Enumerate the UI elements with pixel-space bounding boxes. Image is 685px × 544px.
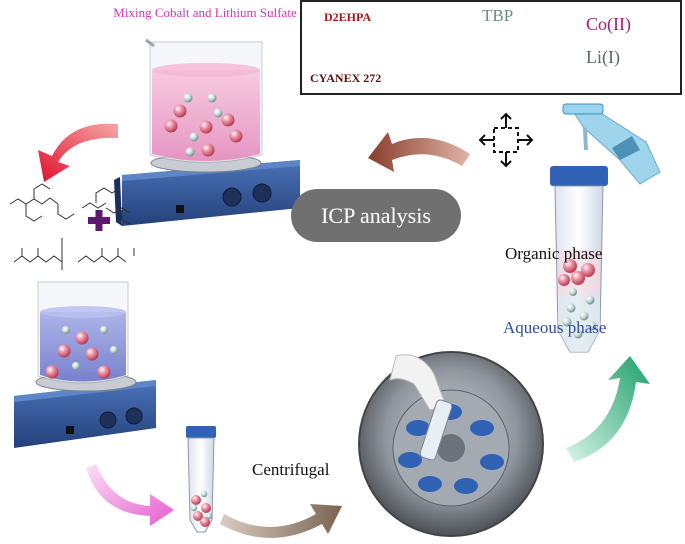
centrifugal-label: Centrifugal: [252, 460, 330, 479]
legend-lithium: Li(I): [586, 47, 620, 67]
expand-arrows-icon: [478, 112, 534, 168]
li-spheres-tube-small: [190, 490, 213, 520]
co-spheres-beaker1: [164, 104, 243, 157]
centrifuge-rotor: [358, 351, 544, 537]
co-spheres-tube-large: [558, 259, 595, 286]
tube-in-hand: [419, 399, 453, 461]
mixing-label: Mixing Cobalt and Lithium Sulfate: [113, 5, 297, 20]
li-spheres-beaker2: [62, 326, 118, 370]
icp-analysis-label: ICP analysis: [291, 189, 461, 242]
hotplate-stirrer-top: [114, 153, 300, 226]
legend-d2ehpa: D2EHPA: [324, 10, 372, 24]
li-spheres-beaker1: [183, 93, 223, 157]
aqueous-phase-label: Aqueous phase: [503, 318, 607, 337]
beaker-blue: [37, 281, 129, 384]
centrifuge-tube-large: [550, 166, 608, 353]
extractant-structures: [9, 183, 135, 270]
co-spheres-tube-small: [191, 495, 211, 527]
plus-icon: [88, 210, 110, 231]
centrifuge-tube-small: [186, 426, 216, 533]
gloved-hand: [389, 354, 447, 411]
legend-tbp: TBP: [482, 6, 514, 25]
li-spheres-tube-large: [562, 288, 597, 339]
co-spheres-beaker2: [45, 331, 111, 379]
beaker-pink: [145, 38, 263, 163]
organic-phase-label: Organic phase: [505, 244, 603, 263]
legend-cyanex: CYANEX 272: [310, 71, 382, 85]
arrow-pink: [86, 464, 174, 526]
legend-box: D2EHPA CYANEX 272 TBP Co(II) Li(I): [300, 0, 682, 95]
legend-cobalt: Co(II): [586, 14, 631, 34]
arrow-taupe: [220, 504, 342, 538]
arrow-green: [566, 356, 650, 462]
arrow-brown: [368, 132, 470, 172]
arrow-red: [38, 123, 118, 182]
pipette: [562, 103, 661, 185]
hotplate-stirrer-middle: [14, 372, 156, 448]
